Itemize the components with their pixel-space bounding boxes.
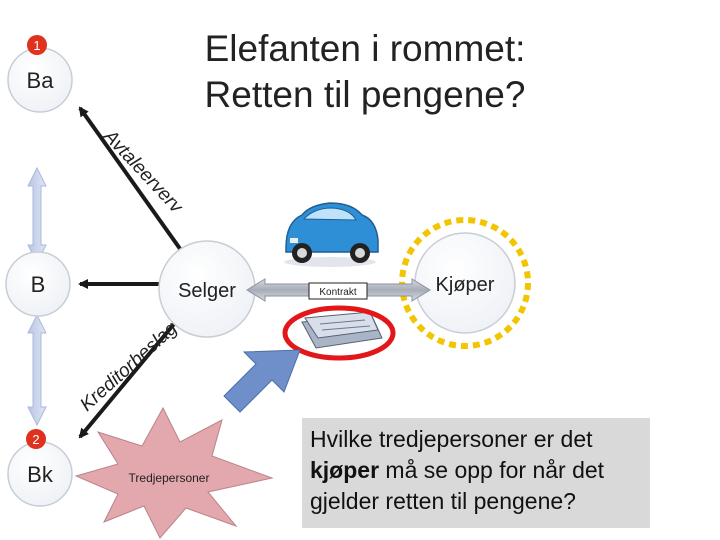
question-text-end: må se opp for når det gjelder retten til… [310,457,605,514]
title-line-2: Retten til pengene? [204,74,526,115]
tredjepersoner-label: Tredjepersoner [129,471,210,485]
question-text-start: Hvilke tredjepersoner er det [310,426,593,452]
node-bk: Bk [7,441,73,507]
question-emphasis: kjøper [310,457,380,483]
question-box: Hvilke tredjepersoner er det kjøper må s… [302,418,650,528]
badge-1-label: 1 [33,38,40,53]
arrow-to-bk [78,310,186,439]
label-kreditorbeslag: Kreditorbeslag [76,318,181,416]
node-b: B [5,251,71,317]
node-b-label: B [31,272,46,297]
node-selger-label: Selger [178,280,236,302]
node-bk-label: Bk [27,462,54,487]
vertical-link-lower [27,313,47,427]
label-avtaleerverv: Avtaleerverv [99,125,188,218]
node-ba-label: Ba [27,68,55,93]
badge-2-label: 2 [32,432,39,447]
contract-label: Kontrakt [319,287,356,298]
badge-1: 1 [27,35,47,55]
money-highlight-ring [282,305,396,361]
node-kjoper-label: Kjøper [436,274,495,296]
arrow-to-ba [78,106,190,262]
money-bundle-icon [301,311,383,349]
pointer-arrow [223,349,301,413]
node-selger: Selger [158,240,256,338]
node-ba: Ba [7,47,73,113]
page-title: Elefanten i rommet: Retten til pengene? [190,26,540,118]
contract-box: Kontrakt [308,282,368,300]
title-line-1: Elefanten i rommet: [204,28,526,69]
badge-2: 2 [26,429,46,449]
node-kjoper: Kjøper [399,217,531,349]
vertical-link-upper [27,166,47,265]
car-icon [284,202,379,267]
tredjepersoner-burst: Tredjepersoner [74,406,274,539]
